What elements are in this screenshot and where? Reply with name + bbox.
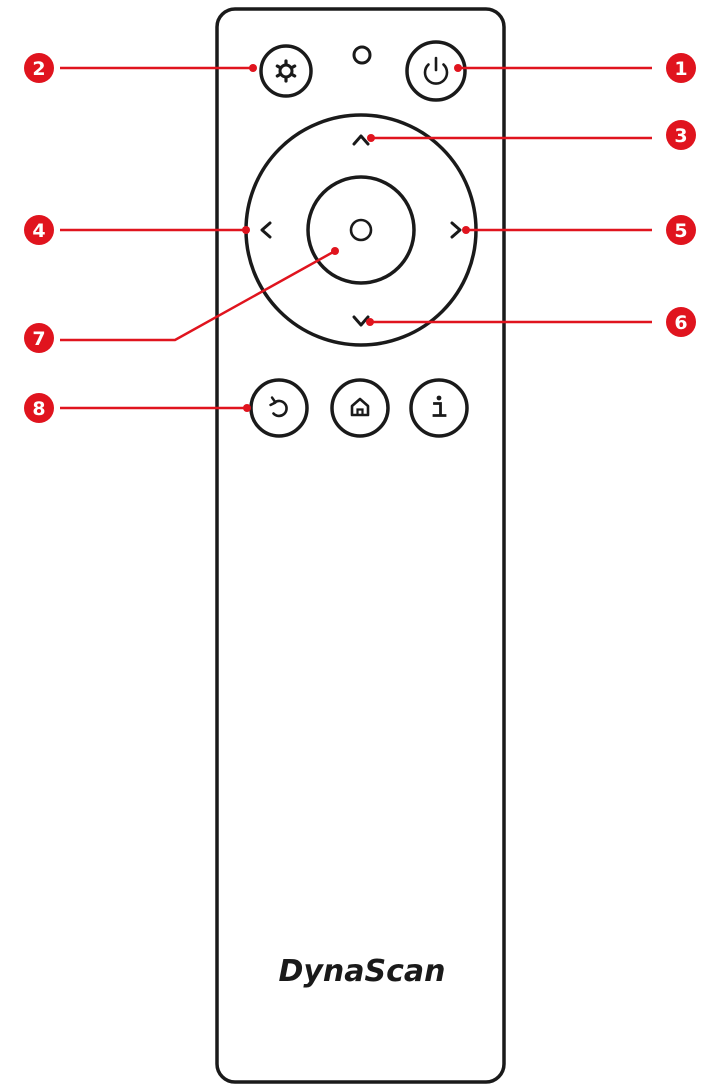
right-button[interactable] (450, 221, 462, 239)
svg-text:3: 3 (674, 125, 687, 147)
callout-badge-8: 8 (24, 393, 54, 423)
svg-text:5: 5 (674, 220, 687, 242)
callout-badge-6: 6 (666, 307, 696, 337)
chevron-right-icon (450, 221, 462, 239)
callout-badge-2: 2 (24, 53, 54, 83)
info-button[interactable] (409, 378, 469, 438)
ok-button[interactable] (306, 175, 416, 285)
callout-badge-5: 5 (666, 215, 696, 245)
svg-text:2: 2 (32, 58, 45, 80)
brand-logo: DynaScan (278, 954, 445, 989)
chevron-left-icon (260, 221, 272, 239)
svg-text:8: 8 (32, 398, 45, 420)
down-button[interactable] (352, 315, 370, 327)
callout-line-7 (60, 249, 336, 342)
chevron-down-icon (352, 315, 370, 327)
back-button[interactable] (249, 378, 309, 438)
svg-text:6: 6 (674, 312, 687, 334)
gear-icon (275, 59, 297, 83)
back-arrow-icon (269, 396, 288, 418)
callout-badge-7: 7 (24, 323, 54, 353)
left-button[interactable] (260, 221, 272, 239)
ok-circle-icon (349, 218, 373, 242)
power-button[interactable] (405, 40, 467, 102)
up-button[interactable] (352, 134, 370, 146)
callout-lines (60, 66, 652, 410)
led-indicator-icon (352, 45, 372, 65)
power-icon (423, 56, 449, 85)
svg-text:7: 7 (32, 328, 45, 350)
callout-badge-3: 3 (666, 120, 696, 150)
callout-dots (242, 64, 470, 412)
home-button[interactable] (330, 378, 390, 438)
svg-text:1: 1 (674, 58, 687, 80)
settings-button[interactable] (259, 44, 313, 98)
callout-badge-1: 1 (666, 53, 696, 83)
info-icon (432, 395, 447, 417)
chevron-up-icon (352, 134, 370, 146)
callout-badge-4: 4 (24, 215, 54, 245)
home-icon (350, 397, 370, 417)
svg-text:4: 4 (32, 220, 45, 242)
